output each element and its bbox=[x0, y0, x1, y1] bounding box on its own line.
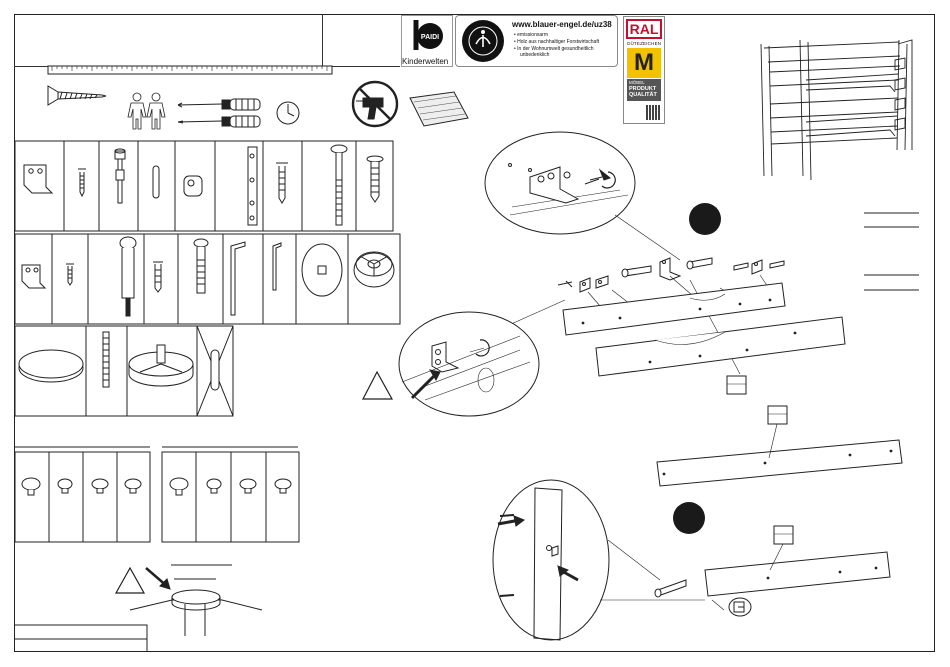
rail-4 bbox=[705, 552, 890, 596]
clock-icon bbox=[277, 102, 299, 124]
detail-bracket-rail bbox=[399, 312, 539, 416]
cap-detail bbox=[130, 565, 262, 636]
screw-icon bbox=[48, 86, 106, 105]
two-persons-icon bbox=[128, 93, 165, 129]
cam-nut-icon bbox=[729, 598, 751, 616]
cloth-icon bbox=[410, 92, 468, 126]
rail-3 bbox=[657, 440, 902, 486]
detail-bracket-screw bbox=[485, 132, 635, 234]
no-power-drill-icon bbox=[353, 82, 397, 126]
bunk-bed-illustration bbox=[761, 40, 912, 180]
detail-dowel-insert bbox=[493, 480, 609, 640]
parts-row-1 bbox=[15, 141, 393, 231]
parts-row-3 bbox=[15, 326, 233, 416]
caps-row bbox=[15, 452, 299, 542]
dowel-icon bbox=[658, 580, 686, 596]
parts-row-2 bbox=[15, 234, 400, 324]
step-1-dot bbox=[689, 203, 721, 235]
cap-icons bbox=[22, 478, 291, 495]
ruler-icon bbox=[48, 66, 332, 74]
step-2-dot bbox=[673, 502, 705, 534]
screwdriver-icon bbox=[178, 99, 260, 127]
rail-1 bbox=[563, 283, 785, 335]
